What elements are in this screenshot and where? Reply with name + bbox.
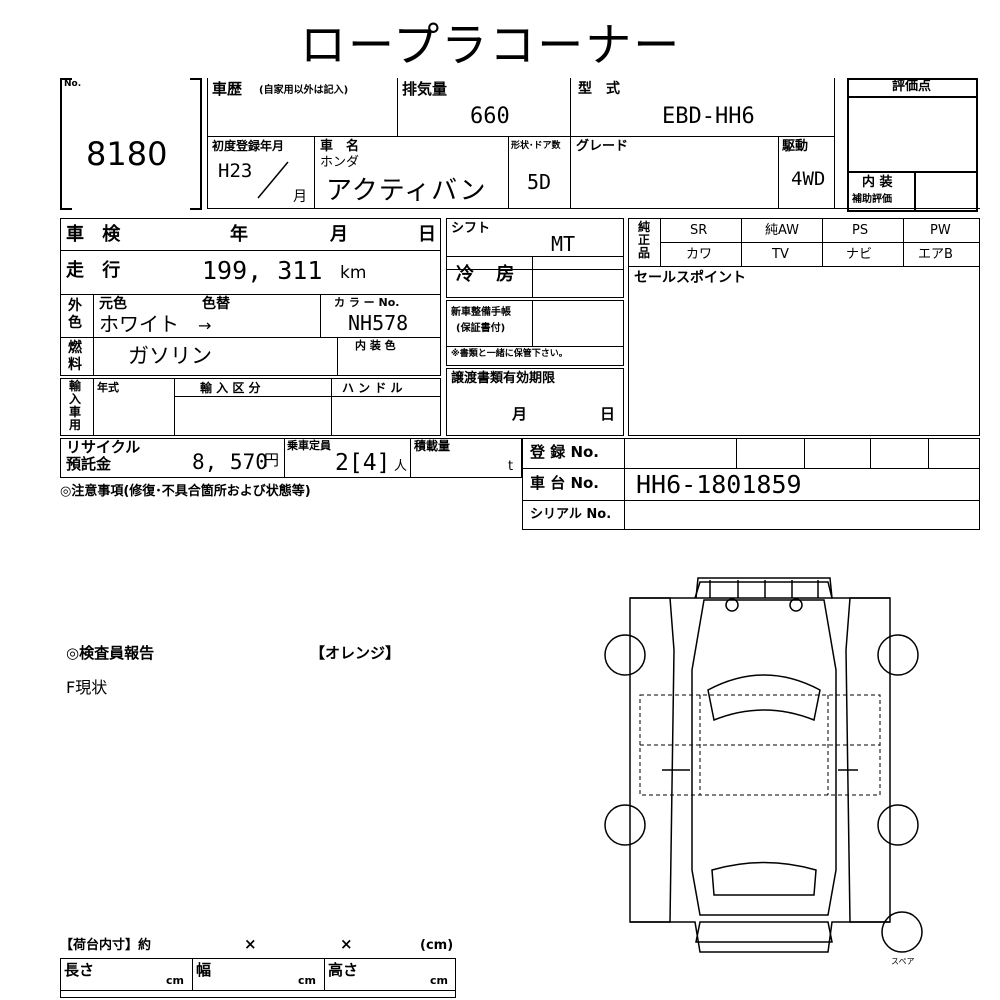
history-label: 車歴: [212, 80, 243, 98]
load-label: 積載量: [414, 439, 451, 453]
inspector-color: 【オレンジ】: [310, 644, 401, 662]
color-side-label: 外色: [68, 298, 82, 331]
model-value: EBD-HH6: [662, 104, 755, 129]
height-label: 高さ: [328, 961, 359, 979]
score-box: [847, 78, 978, 212]
lot-bracket-right: [190, 78, 202, 210]
drive-label: 駆動: [782, 139, 809, 154]
aux-score-label: 補助評価: [852, 194, 892, 205]
slash-mark: [257, 161, 289, 199]
handle-label: ハ ン ド ル: [342, 381, 403, 395]
import-side-label: 輸入車用: [69, 379, 82, 432]
inspector-label: ◎検査員報告: [66, 644, 155, 662]
recycle-label-2: 預託金: [66, 455, 112, 473]
manual-sub-label: (保証書付): [456, 323, 506, 334]
first-reg-month-unit: 月: [293, 189, 307, 205]
first-reg-year: H23: [218, 160, 253, 182]
mileage-label: 走 行: [66, 260, 127, 281]
cargo-unit: (cm): [420, 938, 454, 953]
recycle-label-1: リサイクル: [66, 438, 141, 456]
genuine-label: 純正品: [638, 220, 651, 260]
manual-note: ※書類と一緒に保管下さい。: [451, 349, 568, 359]
docs-month-unit: 月: [512, 405, 528, 423]
model-label: 型 式: [578, 81, 620, 97]
body-doors-label: 形状･ドア数: [511, 141, 561, 151]
doors-value: 5D: [527, 170, 552, 194]
cargo-x1: ×: [244, 935, 257, 953]
fuel-value: ガソリン: [128, 344, 212, 368]
orig-color-value: ホワイト: [99, 312, 179, 336]
length-unit: cm: [166, 974, 184, 987]
first-reg-label: 初度登録年月: [212, 139, 285, 153]
car-diagram: [604, 577, 923, 953]
import-type-label: 輸 入 区 分: [200, 381, 261, 395]
manual-label: 新車整備手帳: [451, 307, 511, 318]
displacement-value: 660: [470, 104, 510, 129]
score-label: 評価点: [892, 79, 932, 94]
capacity-label: 乗車定員: [287, 439, 331, 452]
inspector-note: F現状: [66, 678, 108, 697]
capacity-value: 2[4]: [335, 450, 391, 476]
docs-day-unit: 日: [600, 405, 616, 423]
length-label: 長さ: [64, 961, 95, 979]
repaint-arrow: →: [198, 316, 212, 335]
repaint-label: 色替: [202, 296, 230, 312]
equip-ps-value: ナビ: [846, 247, 873, 262]
car-name: アクティバン: [326, 176, 487, 206]
cargo-label: 【荷台内寸】約: [60, 938, 152, 953]
lot-bracket-left: [60, 78, 72, 210]
width-label: 幅: [196, 961, 212, 979]
mileage-value: 199, 311: [202, 256, 323, 285]
chassis-label: 車 台 No.: [530, 474, 600, 492]
equip-sr-value: カワ: [686, 247, 713, 262]
history-note: (自家用以外は記入): [259, 85, 349, 96]
docs-label: 譲渡書類有効期限: [451, 371, 556, 386]
maker-name: ホンダ: [320, 155, 360, 170]
import-year-label: 年式: [97, 381, 119, 394]
color-no-value: NH578: [348, 311, 409, 335]
ton-unit: t: [508, 459, 514, 474]
interior-score-label: 内 装: [862, 175, 893, 190]
notes-label: ◎注意事項(修復･不具合箇所および状態等): [60, 484, 311, 499]
equip-pw-name: PW: [930, 223, 951, 238]
equip-ps-name: PS: [852, 223, 869, 238]
inspection-month-unit: 月: [330, 224, 348, 245]
inspection-year-unit: 年: [230, 224, 248, 245]
width-unit: cm: [298, 974, 316, 987]
reg-no-label: 登 録 No.: [530, 443, 600, 461]
color-no-label: カ ラ ー No.: [334, 296, 400, 309]
person-unit: 人: [394, 459, 408, 474]
spare-label: スペア: [891, 957, 915, 966]
serial-label: シリアル No.: [530, 507, 612, 522]
sales-point-label: セールスポイント: [634, 270, 746, 286]
orig-color-label: 元色: [99, 296, 127, 312]
grade-label: グレード: [576, 139, 629, 154]
lot-no-label: No.: [64, 79, 82, 89]
lot-number: 8180: [86, 135, 168, 173]
equip-pw-value: エアB: [918, 247, 953, 262]
inspection-day-unit: 日: [418, 224, 436, 245]
height-unit: cm: [430, 974, 448, 987]
equip-sr-name: SR: [690, 223, 708, 238]
page-title: ロープラコーナー: [300, 18, 682, 72]
displacement-label: 排気量: [402, 80, 448, 98]
equip-aw-name: 純AW: [765, 223, 800, 238]
fuel-side-label: 燃料: [68, 340, 82, 373]
mileage-unit: km: [340, 263, 367, 283]
yen-unit: 円: [264, 451, 280, 469]
interior-color-label: 内 装 色: [355, 339, 396, 352]
inspection-label: 車 検: [66, 224, 127, 245]
shift-value: MT: [551, 232, 576, 256]
chassis-value: HH6-1801859: [636, 470, 802, 499]
drive-value: 4WD: [791, 168, 826, 190]
shift-label: シフト: [451, 221, 491, 236]
car-name-label: 車 名: [320, 139, 360, 154]
ac-label: 冷 房: [456, 264, 523, 285]
cargo-x2: ×: [340, 935, 353, 953]
equip-aw-value: TV: [772, 247, 789, 262]
recycle-value: 8, 570: [192, 450, 268, 474]
